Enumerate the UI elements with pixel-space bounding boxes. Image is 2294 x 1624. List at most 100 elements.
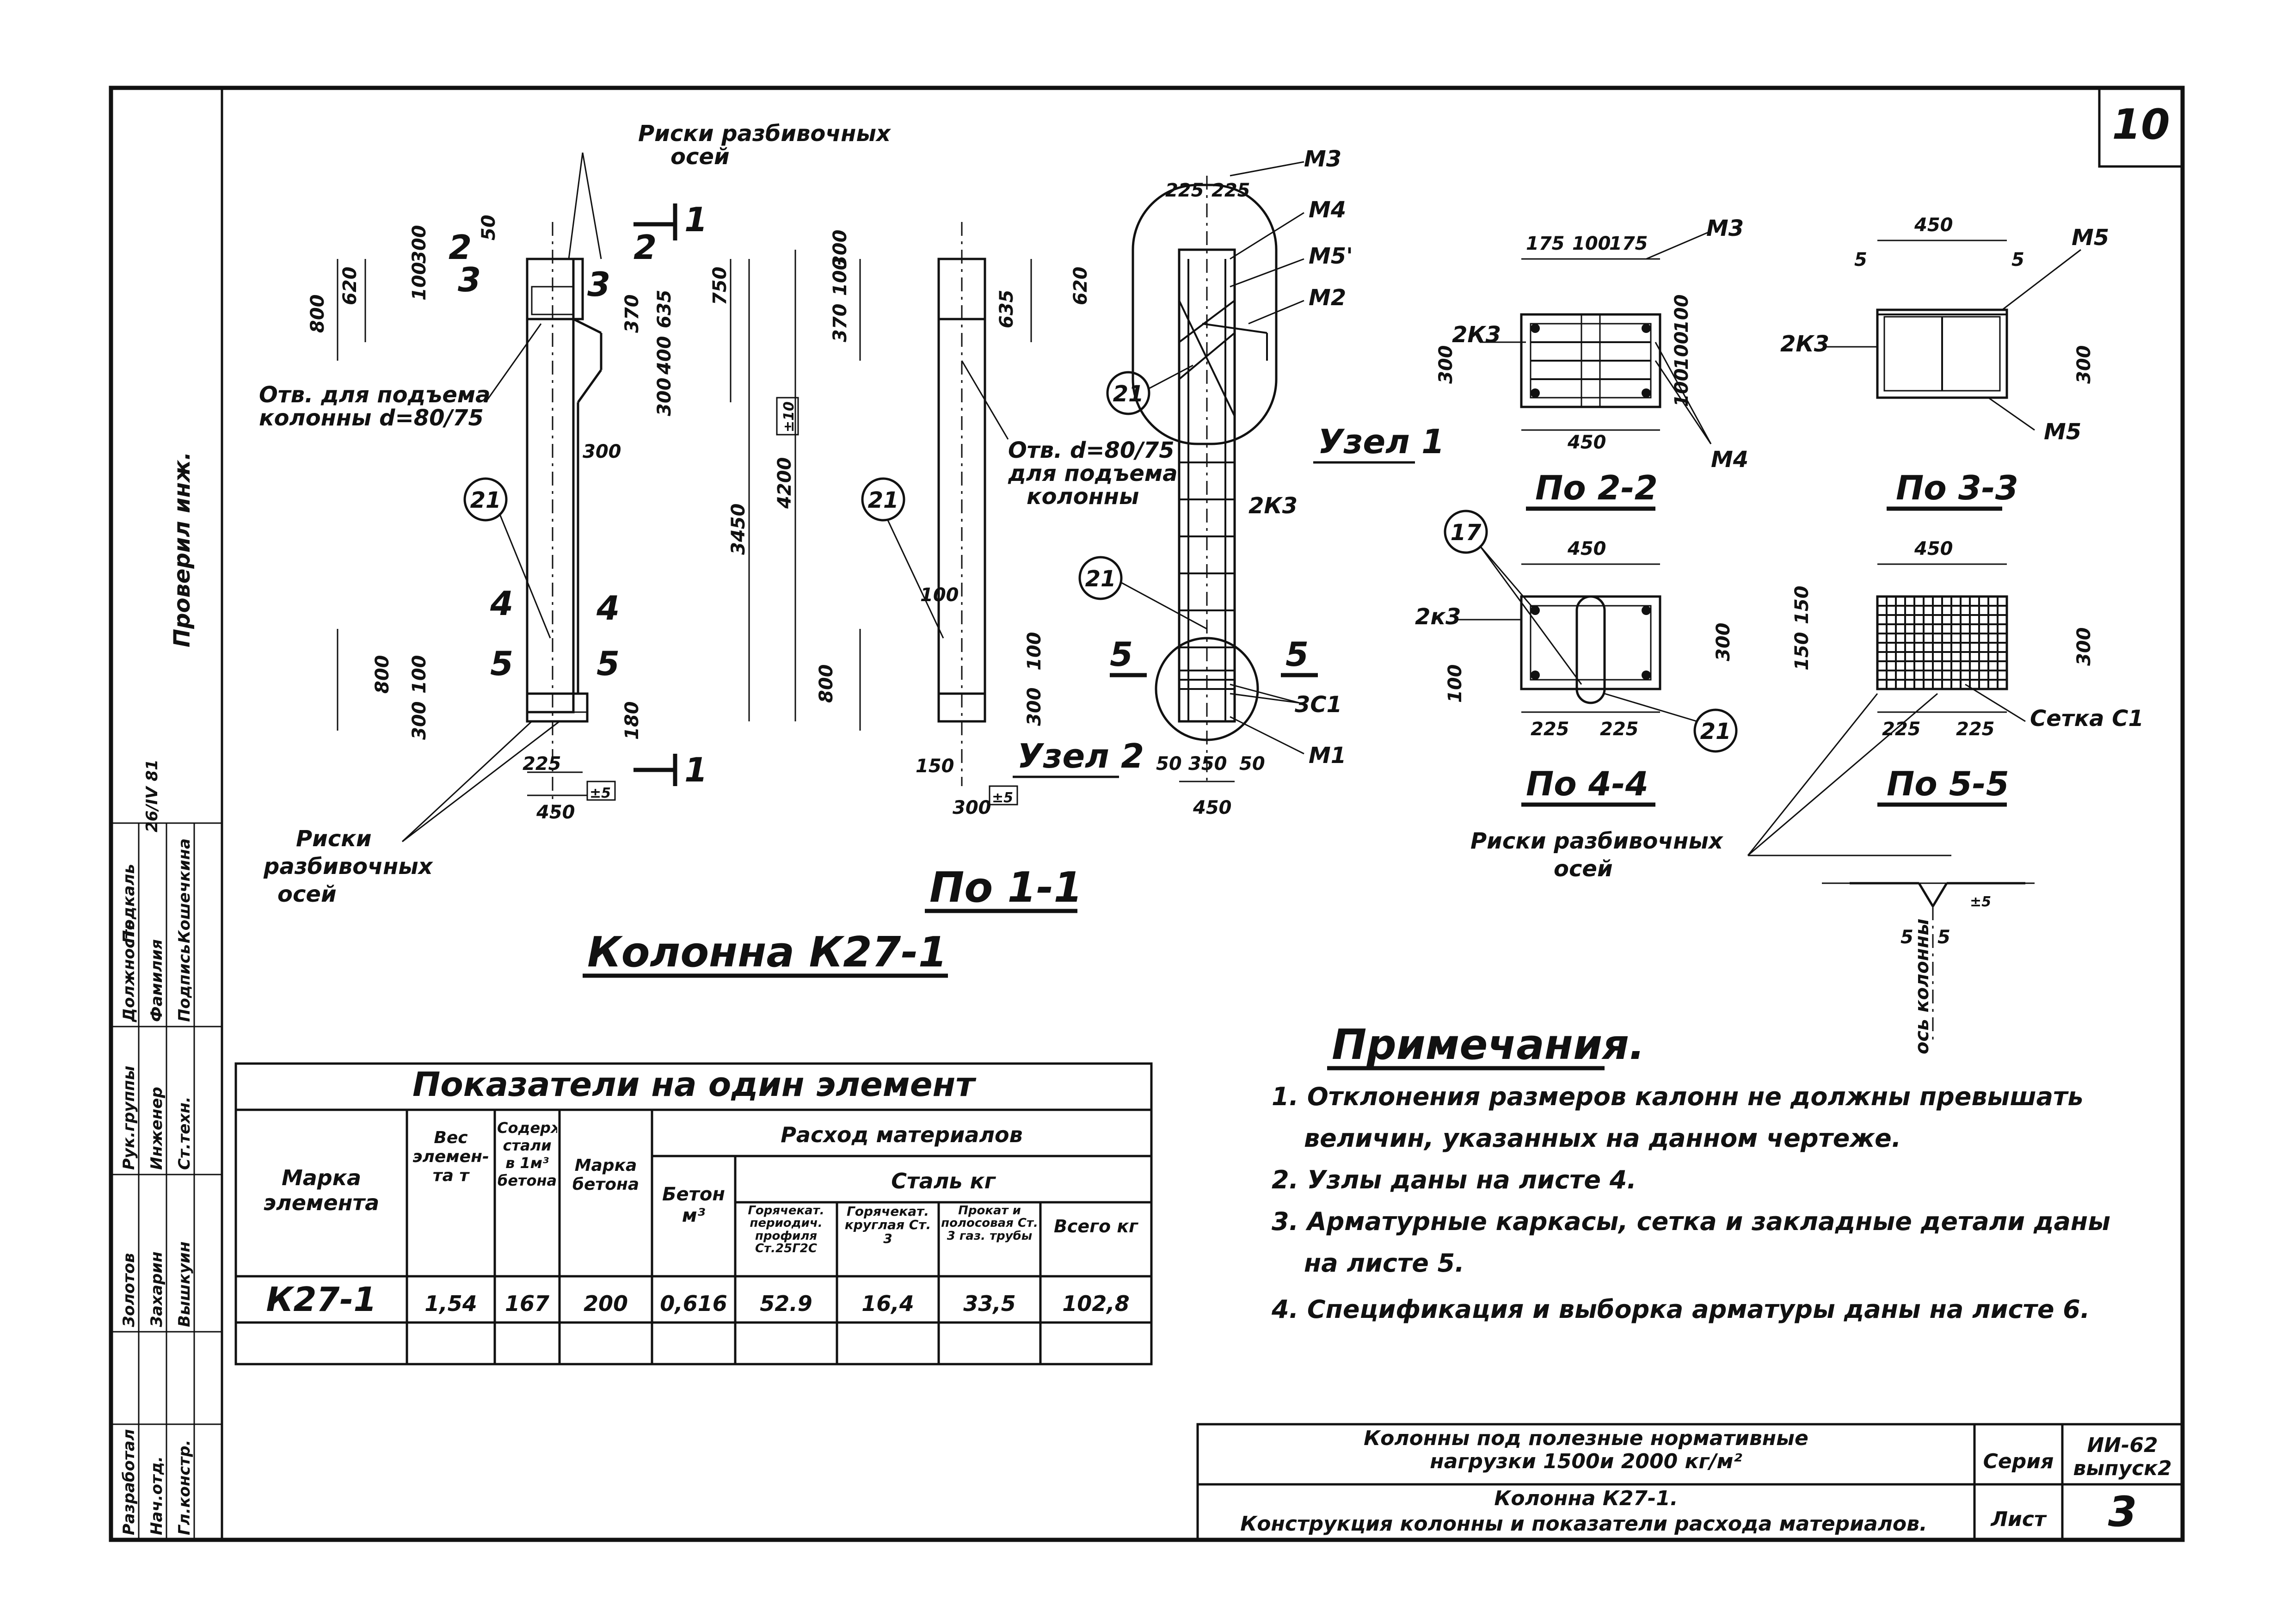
- svg-text:150: 150: [1791, 632, 1813, 671]
- svg-text:225: 225: [1600, 719, 1639, 740]
- th-rolled-strip: Прокат и полосовая Ст. 3 газ. трубы: [941, 1205, 1038, 1243]
- cut-5-left: 5: [490, 644, 513, 683]
- svg-text:100: 100: [1024, 632, 1045, 671]
- th-steel: Сталь кг: [891, 1169, 996, 1193]
- note-1b: величин, указанных на данном чертеже.: [1304, 1124, 1901, 1153]
- svg-text:4200: 4200: [774, 457, 795, 509]
- svg-text:225: 225: [523, 753, 561, 775]
- risks-left-2: разбивочных: [263, 854, 434, 880]
- svg-text:400: 400: [654, 336, 675, 375]
- mark-2k3-sec22: 2К3: [1452, 322, 1501, 348]
- th-hot-rolled-periodic: Горячекат. периодич. профиля Ст.25Г2С: [748, 1205, 824, 1255]
- hole-mid-label-3: колонны: [1027, 484, 1139, 510]
- stamp-role-dev: Разработал: [120, 1429, 138, 1535]
- svg-text:225: 225: [1212, 180, 1250, 201]
- note-1: 1. Отклонения размеров калонн не должны …: [1272, 1082, 2084, 1111]
- th-mark: Марка элемента: [263, 1165, 380, 1215]
- svg-text:±5: ±5: [992, 790, 1013, 806]
- th-concrete-mark: Марка бетона: [572, 1156, 640, 1194]
- th-weight: Вес элемен-та т: [412, 1128, 489, 1185]
- tb-description-1: Колонны под полезные нормативные: [1364, 1427, 1808, 1450]
- node-2-title: Узел 2: [1017, 737, 1144, 775]
- svg-text:225: 225: [1531, 719, 1569, 740]
- svg-text:±10: ±10: [781, 401, 797, 432]
- row-weight: 1,54: [424, 1291, 477, 1316]
- note-2: 2. Узлы даны на листе 4.: [1272, 1165, 1636, 1194]
- svg-text:800: 800: [307, 295, 328, 333]
- mark-m4: М4: [1309, 197, 1346, 223]
- checked-date: 26/IV 81: [143, 759, 161, 832]
- th-steel-content: Содерж. стали в 1м³ бетона: [497, 1119, 557, 1189]
- svg-text:800: 800: [372, 655, 393, 694]
- th-total: Всего кг: [1053, 1216, 1138, 1236]
- th-concrete: Бетон м³: [662, 1184, 725, 1226]
- hole-left-label: Отв. для подъема: [259, 382, 491, 408]
- stamp-role-2: Инженер: [148, 1087, 166, 1170]
- svg-text:150: 150: [1791, 586, 1813, 625]
- svg-text:300: 300: [953, 797, 991, 818]
- sheet-frame: [109, 86, 2185, 1542]
- th-hot-rolled-round: Горячекат. круглая Ст. 3: [844, 1205, 931, 1246]
- svg-text:175: 175: [1609, 233, 1648, 254]
- tb-description-4: Конструкция колонны и показатели расхода…: [1240, 1512, 1927, 1536]
- svg-text:5: 5: [1937, 927, 1950, 948]
- table-title: Показатели на один элемент: [412, 1065, 977, 1104]
- svg-text:450: 450: [536, 802, 575, 823]
- mark-m5-prime: М5': [1309, 243, 1353, 269]
- mark-3c1: 3С1: [1295, 692, 1342, 718]
- row-mark: К27-1: [266, 1280, 376, 1319]
- svg-text:300: 300: [409, 225, 430, 264]
- svg-text:225: 225: [1165, 180, 1204, 201]
- svg-text:±5: ±5: [590, 785, 611, 801]
- sheet-number: 10: [2112, 100, 2170, 149]
- note-4: 4. Спецификация и выборка арматуры даны …: [1271, 1295, 2090, 1324]
- svg-text:17: 17: [1451, 520, 1482, 546]
- cut-4-right: 4: [596, 589, 620, 627]
- section-4-4-title: По 4-4: [1526, 764, 1648, 803]
- svg-text:100: 100: [409, 262, 430, 301]
- stamp-name-3: Вышкуин: [175, 1242, 194, 1327]
- svg-text:635: 635: [654, 290, 675, 329]
- row-steel-content: 167: [505, 1291, 549, 1316]
- hole-left-label-2: колонны d=80/75: [259, 405, 484, 431]
- svg-text:50: 50: [1239, 753, 1265, 775]
- svg-text:300: 300: [409, 701, 430, 740]
- svg-text:100: 100: [1671, 332, 1692, 370]
- hole-mid-label: Отв. d=80/75: [1008, 437, 1175, 463]
- svg-text:21: 21: [470, 487, 501, 513]
- stamp-role-nach: Нач.отд.: [148, 1456, 166, 1535]
- cut-3-right: 3: [587, 265, 610, 304]
- svg-text:21: 21: [1113, 381, 1144, 407]
- mark-m5-bottom: М5: [2044, 419, 2081, 445]
- cut-2-left: 2: [449, 228, 472, 267]
- section-2-2: 175 100 175 300 450 100 100 100: [1435, 230, 1712, 453]
- svg-text:5: 5: [2011, 249, 2024, 271]
- svg-text:100: 100: [1671, 295, 1692, 333]
- hole-mid-label-2: для подъема: [1008, 461, 1178, 486]
- svg-text:300: 300: [583, 441, 621, 462]
- svg-text:620: 620: [1070, 267, 1091, 306]
- svg-text:370: 370: [830, 304, 851, 343]
- section-1-1-title: По 1-1: [929, 863, 1082, 912]
- tb-issue: выпуск2: [2073, 1457, 2171, 1480]
- cut-1-bottom: 1: [684, 750, 707, 789]
- svg-text:100: 100: [830, 258, 851, 296]
- svg-text:100: 100: [1572, 233, 1611, 254]
- svg-text:21: 21: [868, 487, 899, 513]
- section-2-2-title: По 2-2: [1535, 468, 1658, 507]
- tb-series-label: Серия: [1983, 1450, 2054, 1473]
- title-block: Колонны под полезные нормативные нагрузк…: [1196, 1423, 2184, 1541]
- svg-text:620: 620: [339, 267, 361, 306]
- tb-series-value: ИИ-62: [2087, 1433, 2158, 1457]
- section-5-5-title: По 5-5: [1887, 764, 2009, 803]
- row-concrete-mark: 200: [584, 1291, 628, 1316]
- svg-text:750: 750: [709, 267, 731, 306]
- svg-text:5: 5: [1900, 927, 1913, 948]
- svg-text:5: 5: [1854, 249, 1867, 271]
- tb-description-2: нагрузки 1500и 2000 кг/м²: [1430, 1450, 1742, 1473]
- section-1-1-view: 370 100 300 635 620 100 800 100 300 150 …: [816, 222, 1091, 818]
- svg-text:350: 350: [1188, 753, 1227, 775]
- materials-table: Показатели на один элемент Расход матери…: [234, 1062, 1153, 1366]
- row-concrete: 0,616: [660, 1291, 727, 1316]
